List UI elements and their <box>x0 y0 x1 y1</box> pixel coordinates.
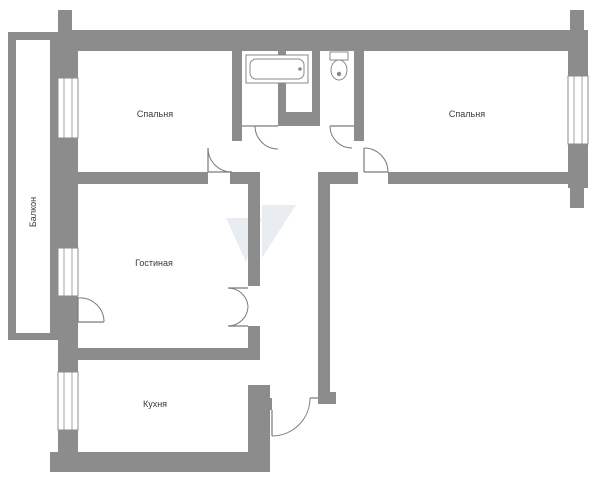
window-right-bedroom <box>567 75 589 145</box>
windows <box>57 75 589 431</box>
window-left-bedroom <box>57 77 79 139</box>
door-living-room <box>227 287 249 327</box>
room-label-bedroom-left: Спальня <box>137 109 173 119</box>
room-label-kitchen: Кухня <box>143 399 167 409</box>
door-toilet <box>329 125 354 149</box>
room-label-bedroom-right: Спальня <box>449 109 485 119</box>
room-label-living-room: Гостиная <box>135 258 173 268</box>
door-bathroom <box>242 125 279 150</box>
balcony-label: Балкон <box>28 197 38 227</box>
door-balcony <box>77 297 105 323</box>
interior-walls <box>58 51 578 472</box>
toilet <box>329 51 349 81</box>
door-left-bedroom <box>207 147 233 173</box>
fixtures <box>245 51 349 84</box>
window-living-room <box>57 247 79 297</box>
watermark-logo <box>226 205 296 262</box>
exterior-walls <box>50 10 588 472</box>
door-right-bedroom <box>363 147 389 173</box>
door-entrance <box>271 397 318 437</box>
window-kitchen <box>57 371 79 431</box>
balcony <box>8 32 58 340</box>
doors <box>77 125 389 437</box>
bathtub <box>245 54 309 84</box>
